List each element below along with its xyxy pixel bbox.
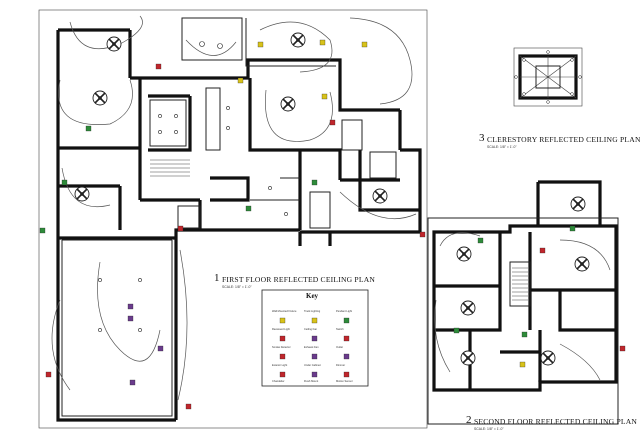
key-entry: Chandelier	[272, 380, 285, 383]
first-floor-number: 1	[214, 272, 220, 284]
key-entry: Recessed Light	[272, 328, 290, 331]
key-entry: Motion Sensor	[336, 380, 353, 383]
key-entry: Track Lighting	[304, 310, 321, 313]
key-entry: Switch	[336, 328, 344, 331]
key-entry: Dimmer	[336, 364, 346, 367]
first-floor-title: FIRST FLOOR REFLECTED CEILING PLAN	[222, 275, 376, 284]
key-entry: Outlet	[336, 346, 343, 349]
clerestory-scale: SCALE: 1/8" = 1'-0"	[487, 145, 517, 149]
second-floor-number: 2	[466, 414, 472, 426]
second-floor-title: SECOND FLOOR REFLECTED CEILING PLAN	[474, 417, 638, 426]
key-entry: Exhaust Fan	[304, 346, 319, 349]
key-title: Key	[306, 292, 319, 300]
clerestory-title: CLERESTORY REFLECTED CEILING PLAN	[487, 135, 640, 144]
key-entry: Under Cabinet	[304, 364, 321, 367]
first-floor-scale: SCALE: 1/8" = 1'-0"	[222, 285, 252, 289]
clerestory-plan	[513, 47, 583, 107]
key-box	[261, 289, 369, 387]
second-floor-scale: SCALE: 1/8" = 1'-0"	[474, 427, 504, 431]
key-entry: Flush Mount	[304, 380, 319, 383]
key-entry: Exterior Light	[272, 364, 288, 367]
key-entry: Wall Mounted Fixture	[272, 310, 297, 313]
clerestory-number: 3	[479, 132, 485, 144]
key-entry: Smoke Detector	[272, 346, 291, 349]
sheet-border	[38, 9, 428, 429]
second-floor-plan	[419, 180, 626, 425]
key-entry: Pendant Light	[336, 310, 353, 313]
first-floor-plan	[39, 15, 422, 422]
key-swatches	[279, 317, 350, 378]
key-entry: Ceiling Fan	[304, 328, 318, 331]
